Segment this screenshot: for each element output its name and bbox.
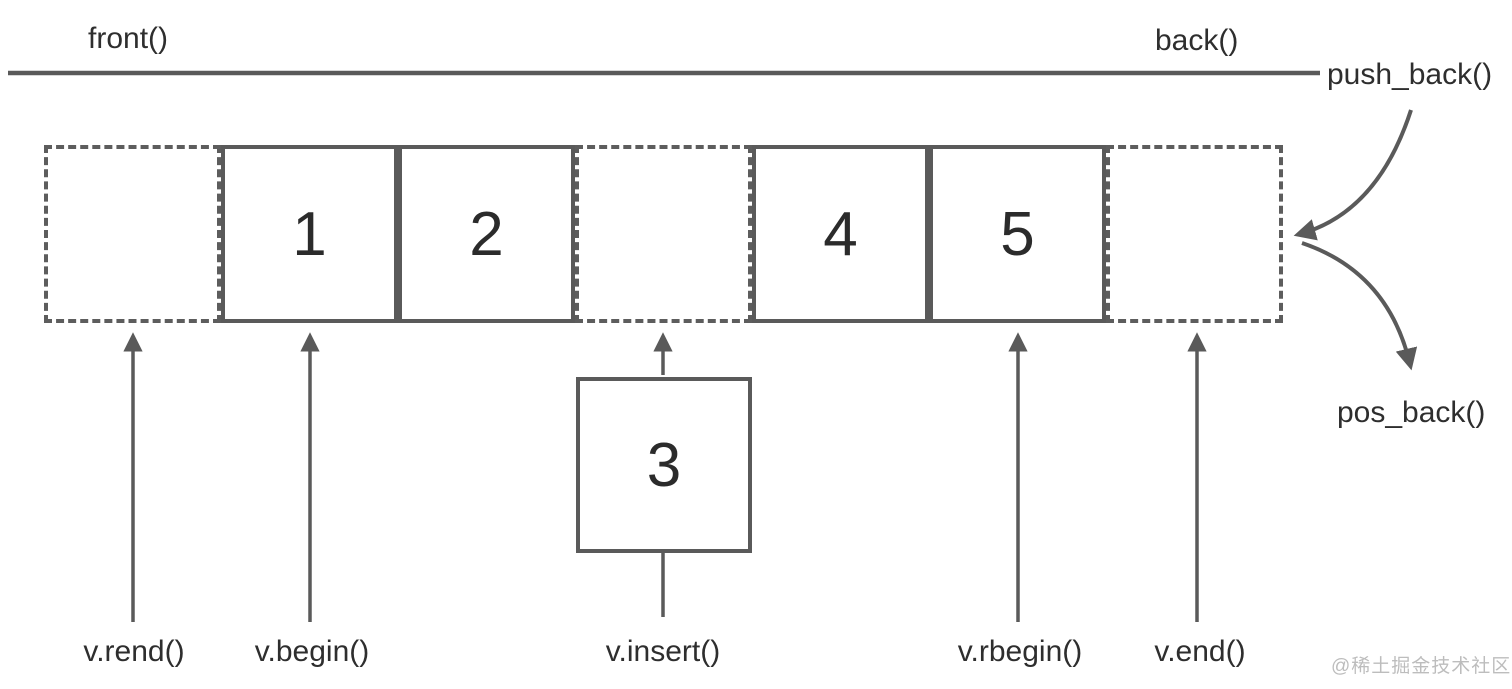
cell-value-1: 1 <box>221 145 398 323</box>
cell-value-4: 4 <box>752 145 929 323</box>
rbegin-label: v.rbegin() <box>957 635 1083 668</box>
cell-value-5: 5 <box>929 145 1106 323</box>
pos-back-curved-arrow <box>1301 241 1418 371</box>
end-label: v.end() <box>1154 635 1246 668</box>
rend-label: v.rend() <box>83 635 185 668</box>
cell-value: 1 <box>292 199 327 269</box>
begin-label: v.begin() <box>254 635 370 668</box>
watermark: @稀土掘金技术社区 <box>1331 656 1512 677</box>
front-label: front() <box>88 22 169 55</box>
pos-back-label: pos_back() <box>1337 396 1486 429</box>
push-back-label: push_back() <box>1327 58 1493 91</box>
cell-value-2: 2 <box>398 145 575 323</box>
push-back-curved-arrow <box>1293 109 1413 241</box>
insert-box-value: 3 <box>646 430 682 500</box>
cell-value: 4 <box>823 199 858 269</box>
back-label: back() <box>1155 24 1239 57</box>
cell-value: 2 <box>469 199 504 269</box>
cell-empty-back <box>1106 145 1283 323</box>
insert-label: v.insert() <box>605 635 721 668</box>
insert-value-box: 3 <box>576 377 752 553</box>
cell-value: 5 <box>1000 199 1035 269</box>
cell-empty-insert-slot <box>575 145 752 323</box>
cell-empty-front <box>44 145 221 323</box>
